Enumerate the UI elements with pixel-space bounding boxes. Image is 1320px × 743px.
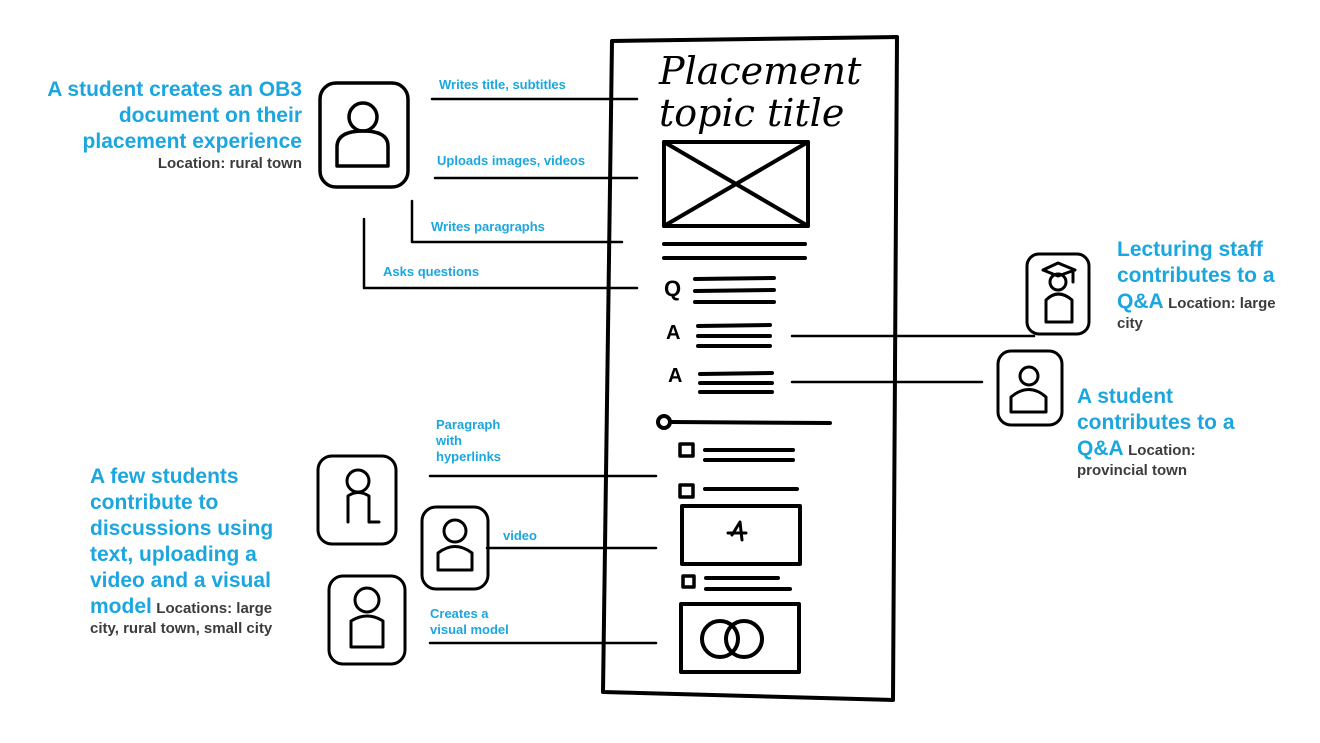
- label-video: video: [503, 528, 537, 543]
- reply-bullet: [678, 483, 695, 499]
- connector-lines: [362, 97, 1036, 645]
- creator-heading: A student creates an OB3 document on the…: [47, 78, 302, 153]
- graduate-icon: [1025, 252, 1091, 336]
- person-icon: [316, 454, 398, 546]
- label-visual-model: Creates a visual model: [430, 606, 509, 637]
- group-location: Locations: large city, rural town, small…: [90, 600, 273, 637]
- question-mark: Q: [664, 276, 681, 301]
- group-heading: A few students contribute to discussions…: [90, 465, 274, 618]
- answer-line: [698, 371, 774, 376]
- qa-student-location: Location: provincial town: [1077, 442, 1196, 479]
- answer-mark-1: A: [666, 322, 680, 344]
- reply-bullet: [681, 574, 696, 589]
- label-questions: Asks questions: [383, 264, 480, 279]
- doc-title-line2: topic title: [659, 91, 844, 135]
- venn-diagram-icon: [679, 602, 801, 674]
- person-icon: [327, 574, 407, 666]
- lecturer-caption: Lecturing staff contributes to a Q&A Loc…: [1117, 237, 1277, 333]
- lecturer-heading: Lecturing staff contributes to a Q&A: [1117, 238, 1275, 313]
- document-outline: [601, 35, 899, 702]
- question-line: [693, 288, 776, 293]
- question-line: [693, 276, 776, 281]
- creator-caption: A student creates an OB3 document on the…: [30, 77, 302, 172]
- person-icon: [318, 81, 410, 189]
- group-caption: A few students contribute to discussions…: [90, 464, 290, 638]
- qa-student-heading: A student contributes to a Q&A: [1077, 385, 1235, 460]
- reply-bullet: [678, 442, 695, 458]
- creator-location: Location: rural town: [157, 155, 302, 172]
- discussion-start: [656, 414, 832, 430]
- label-paragraphs: Writes paragraphs: [431, 219, 545, 234]
- label-media: Uploads images, videos: [437, 153, 586, 168]
- doc-title-line1: Placement: [658, 49, 862, 93]
- label-hyperlinks: Paragraph with hyperlinks: [436, 417, 502, 464]
- video-play-icon: [680, 504, 802, 566]
- image-placeholder-icon: [662, 140, 810, 228]
- qa-student-caption: A student contributes to a Q&A Location:…: [1077, 384, 1237, 480]
- label-titles: Writes title, subtitles: [439, 77, 566, 92]
- answer-line: [696, 323, 772, 328]
- person-icon: [996, 349, 1064, 427]
- lecturer-location: Location: large city: [1117, 295, 1276, 332]
- person-icon: [420, 505, 490, 591]
- answer-mark-2: A: [668, 365, 682, 387]
